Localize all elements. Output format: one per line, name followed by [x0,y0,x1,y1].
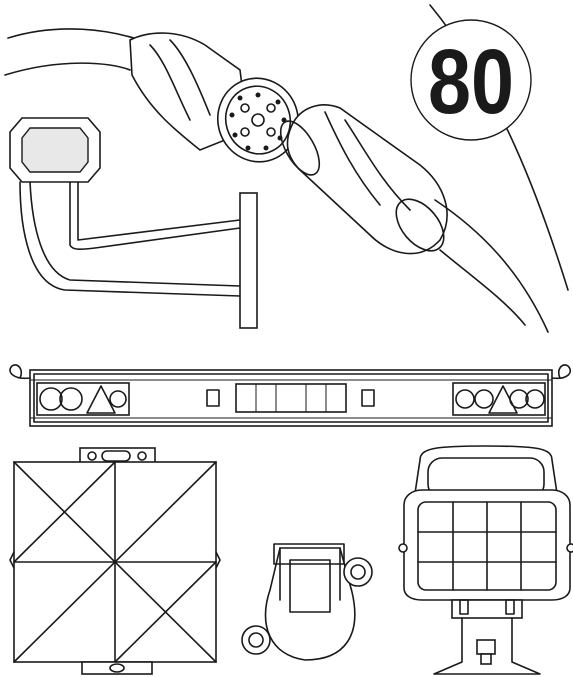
right-lamp-cluster [452,382,546,416]
side-marker-lamp-icon [9,117,258,329]
lamp-grid [417,501,557,591]
work-lamp-icon [398,445,573,675]
license-plate-light [206,383,375,413]
trailer-plug-connector-icon [4,4,569,333]
trailer-socket-icon [241,543,373,661]
trailer-light-bar-icon [9,364,572,427]
speed-limit-value: 80 [428,31,514,133]
warning-plate-icon [9,447,221,675]
left-lamp-cluster [36,382,130,416]
speed-limit-sign-icon: 80 [410,19,532,141]
